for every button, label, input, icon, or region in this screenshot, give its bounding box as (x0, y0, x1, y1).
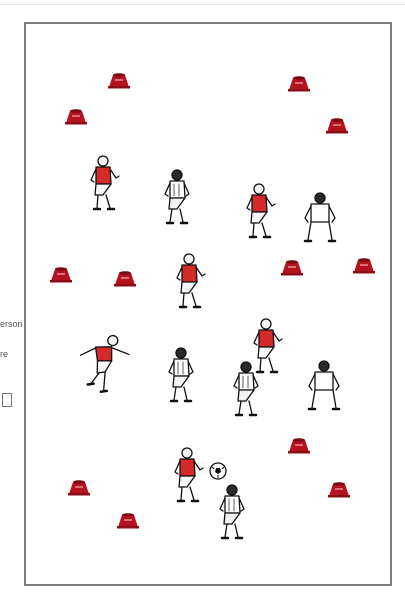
cone-marker (65, 109, 87, 124)
player-red (177, 254, 205, 307)
cone-marker (288, 438, 310, 453)
goalkeeper-white (309, 361, 339, 409)
cone-marker (117, 513, 139, 528)
player-white (169, 348, 193, 401)
cone-marker (326, 118, 348, 133)
player-red (254, 319, 282, 372)
player-red (247, 184, 275, 237)
player-white (220, 485, 244, 538)
player-red (78, 334, 133, 394)
goalkeeper-white (305, 193, 335, 241)
cone-marker (281, 260, 303, 275)
player-red (175, 448, 203, 501)
cone-marker (353, 258, 375, 273)
cone-marker (114, 271, 136, 286)
player-red (91, 156, 119, 209)
soccer-ball-icon (210, 463, 226, 479)
player-white (165, 170, 189, 223)
player-white (234, 362, 258, 415)
cone-marker (288, 76, 310, 91)
cone-marker (328, 482, 350, 497)
cone-marker (68, 480, 90, 495)
cone-marker (50, 267, 72, 282)
cone-marker (108, 73, 130, 88)
